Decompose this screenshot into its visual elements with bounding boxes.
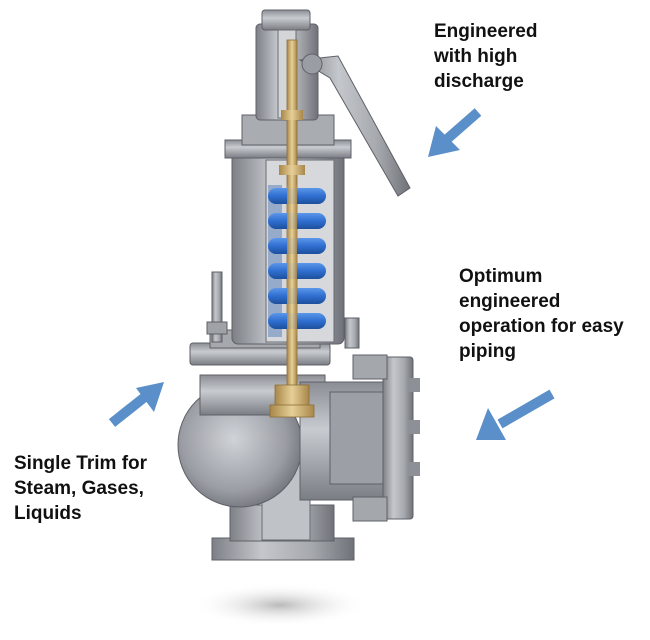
label-single-trim: Single Trim for Steam, Gases, Liquids bbox=[14, 451, 147, 526]
arrow-discharge bbox=[428, 108, 482, 157]
outlet-flange bbox=[299, 354, 420, 522]
floor-shadow bbox=[192, 583, 368, 627]
label-line: with high bbox=[434, 46, 518, 67]
label-line: Engineered bbox=[434, 21, 538, 42]
label-line: Steam, Gases, bbox=[14, 478, 144, 499]
label-line: operation for easy bbox=[459, 316, 624, 337]
label-line: discharge bbox=[434, 71, 524, 92]
label-line: piping bbox=[459, 341, 516, 362]
label-line: Liquids bbox=[14, 503, 82, 524]
arrow-piping bbox=[476, 389, 555, 440]
spring bbox=[268, 185, 326, 337]
lifting-lever bbox=[298, 53, 411, 197]
studs bbox=[206, 271, 360, 349]
label-easy-piping: Optimum engineered operation for easy pi… bbox=[459, 264, 624, 364]
label-line: Single Trim for bbox=[14, 453, 148, 474]
label-high-discharge: Engineered with high discharge bbox=[434, 19, 537, 94]
label-line: engineered bbox=[459, 291, 561, 312]
label-line: Optimum bbox=[459, 266, 543, 287]
arrow-trim bbox=[108, 382, 164, 427]
